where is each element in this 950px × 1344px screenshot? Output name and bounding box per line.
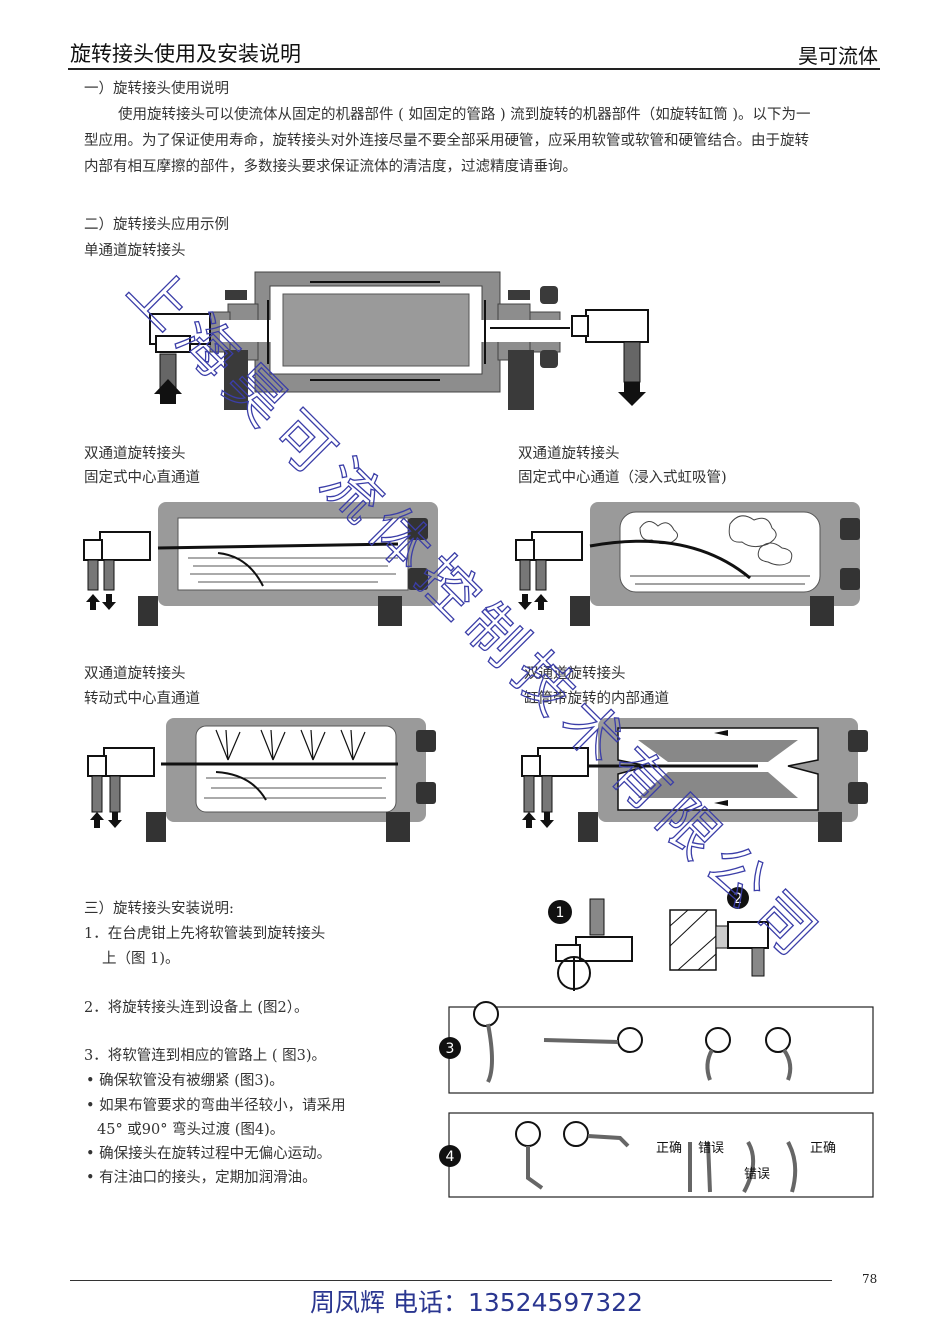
fig-c-subtitle: 转动式中心直通道	[84, 691, 200, 707]
step-3: 3．将软管连到相应的管路上 ( 图3)。	[84, 1048, 326, 1064]
bullet-1: • 确保软管没有被绷紧 (图3)。	[86, 1073, 284, 1089]
fig-a-subtitle: 固定式中心直通道	[84, 470, 200, 486]
step-1-line2: 上（图 1)。	[102, 951, 180, 967]
brand-name: 昊可流体	[798, 44, 878, 68]
bullet-2: • 如果布管要求的弯曲半径较小，请采用	[86, 1098, 346, 1114]
paragraph-line-2: 型应用。为了保证使用寿命，旋转接头对外连接尽量不要全部采用硬管，应采用软管或软管…	[84, 133, 809, 149]
rotating-drum-internal-channel-diagram	[521, 718, 868, 842]
label-wrong-2: 错误	[744, 1167, 770, 1182]
badge-2-text: 2	[734, 891, 743, 907]
label-correct-2: 正确	[810, 1141, 836, 1156]
section3-heading: 三）旋转接头安装说明:	[84, 901, 234, 917]
paragraph-line-1: 使用旋转接头可以使流体从固定的机器部件 ( 如固定的管路 ) 流到旋转的机器部件…	[118, 107, 811, 123]
document-title: 旋转接头使用及安装说明	[70, 42, 301, 66]
section2-heading: 二）旋转接头应用示例	[84, 217, 229, 233]
install-figure-2: 2	[669, 887, 769, 977]
fig-d-subtitle: 缸筒带旋转的内部通道	[524, 691, 669, 707]
header-rule	[68, 68, 880, 70]
fig-b-title: 双通道旋转接头	[518, 446, 620, 462]
badge-1-text: 1	[556, 905, 565, 921]
section1-heading: 一）旋转接头使用说明	[84, 81, 229, 97]
fixed-center-straight-diagram	[83, 502, 438, 626]
section1-paragraph: 使用旋转接头可以使流体从固定的机器部件 ( 如固定的管路 ) 流到旋转的机器部件…	[84, 102, 880, 180]
badge-4-text: 4	[446, 1149, 455, 1165]
label-wrong-1: 错误	[698, 1141, 724, 1156]
single-channel-diagram	[149, 271, 649, 410]
install-figure-1: 1	[548, 898, 633, 991]
fig-c-title: 双通道旋转接头	[84, 666, 186, 682]
fig-d-title: 双通道旋转接头	[524, 666, 626, 682]
page-number: 78	[862, 1272, 878, 1286]
fig-b-subtitle: 固定式中心通道（浸入式虹吸管)	[518, 470, 727, 486]
step-2: 2．将旋转接头连到设备上 (图2）。	[84, 1000, 309, 1016]
badge-3-text: 3	[446, 1041, 455, 1057]
install-figure-3: 3	[439, 1001, 874, 1094]
bullet-2-cont: 45° 或90° 弯头过渡 (图4)。	[97, 1122, 285, 1138]
single-channel-label: 单通道旋转接头	[84, 243, 186, 259]
install-figure-4: 4 正确 错误 错误 正确	[439, 1112, 874, 1198]
bullet-4: • 有注油口的接头，定期加润滑油。	[86, 1170, 317, 1186]
fixed-center-siphon-diagram	[515, 502, 860, 626]
rotating-center-straight-diagram	[87, 718, 436, 842]
paragraph-line-3: 内部有相互摩擦的部件，多数接头要求保证流体的清洁度，过滤精度请垂询。	[84, 159, 577, 175]
label-correct-1: 正确	[656, 1141, 682, 1156]
step-1-line1: 1．在台虎钳上先将软管装到旋转接头	[84, 926, 326, 942]
contact-info: 周凤辉 电话：13524597322	[310, 1288, 643, 1317]
bullet-3: • 确保接头在旋转过程中无偏心运动。	[86, 1146, 332, 1162]
footer-rule	[70, 1280, 832, 1281]
fig-a-title: 双通道旋转接头	[84, 446, 186, 462]
